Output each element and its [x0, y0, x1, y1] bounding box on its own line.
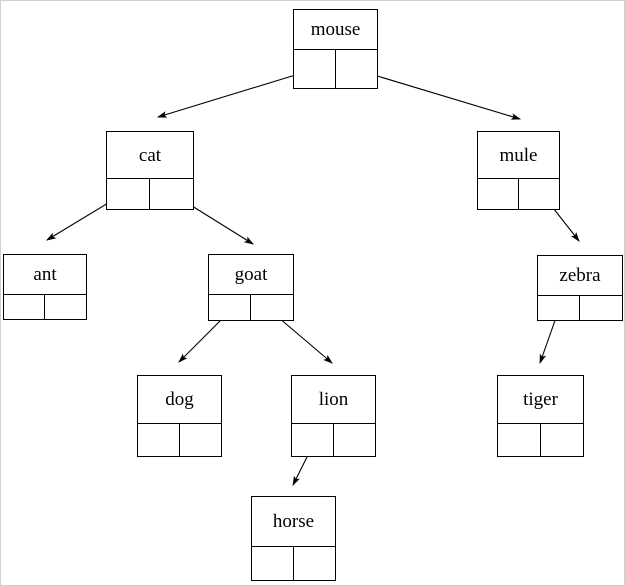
tree-node-right-pointer-mule[interactable] [519, 179, 560, 209]
tree-node-pointers-zebra [538, 296, 622, 320]
tree-node-mouse[interactable]: mouse [293, 9, 378, 89]
tree-node-right-pointer-cat[interactable] [150, 179, 193, 209]
tree-node-left-pointer-zebra[interactable] [538, 296, 580, 320]
tree-node-left-pointer-ant[interactable] [4, 295, 45, 319]
tree-node-label-tiger: tiger [498, 376, 583, 424]
tree-edge-mouse-left-to-cat [156, 68, 316, 118]
tree-node-dog[interactable]: dog [137, 375, 222, 457]
tree-node-left-pointer-horse[interactable] [252, 547, 294, 580]
tree-node-left-pointer-mouse[interactable] [294, 50, 336, 88]
tree-node-cat[interactable]: cat [106, 131, 194, 210]
tree-node-tiger[interactable]: tiger [497, 375, 584, 457]
tree-node-label-horse: horse [252, 497, 335, 547]
tree-node-right-pointer-zebra[interactable] [580, 296, 622, 320]
tree-node-label-mouse: mouse [294, 10, 377, 50]
tree-node-goat[interactable]: goat [208, 254, 294, 321]
tree-node-left-pointer-dog[interactable] [138, 424, 180, 456]
tree-node-right-pointer-goat[interactable] [251, 295, 293, 320]
tree-node-pointers-dog [138, 424, 221, 456]
tree-node-left-pointer-goat[interactable] [209, 295, 251, 320]
tree-node-lion[interactable]: lion [291, 375, 376, 457]
tree-node-horse[interactable]: horse [251, 496, 336, 581]
tree-node-label-goat: goat [209, 255, 293, 295]
tree-node-right-pointer-tiger[interactable] [541, 424, 584, 456]
tree-node-ant[interactable]: ant [3, 254, 87, 320]
tree-node-right-pointer-mouse[interactable] [336, 50, 378, 88]
tree-node-label-dog: dog [138, 376, 221, 424]
tree-node-right-pointer-dog[interactable] [180, 424, 222, 456]
tree-node-left-pointer-cat[interactable] [107, 179, 150, 209]
tree-node-left-pointer-lion[interactable] [292, 424, 334, 456]
tree-node-pointers-horse [252, 547, 335, 580]
tree-node-left-pointer-mule[interactable] [478, 179, 519, 209]
tree-node-mule[interactable]: mule [477, 131, 560, 210]
tree-node-pointers-tiger [498, 424, 583, 456]
tree-node-label-cat: cat [107, 132, 193, 179]
tree-node-pointers-goat [209, 295, 293, 320]
tree-node-right-pointer-lion[interactable] [334, 424, 376, 456]
tree-node-pointers-mule [478, 179, 559, 209]
tree-edge-mouse-right-to-mule [353, 68, 522, 120]
tree-node-pointers-lion [292, 424, 375, 456]
tree-node-pointers-mouse [294, 50, 377, 88]
tree-node-label-lion: lion [292, 376, 375, 424]
tree-node-zebra[interactable]: zebra [537, 255, 623, 321]
tree-node-pointers-ant [4, 295, 86, 319]
tree-node-pointers-cat [107, 179, 193, 209]
tree-node-label-mule: mule [478, 132, 559, 179]
tree-node-right-pointer-ant[interactable] [45, 295, 86, 319]
tree-node-left-pointer-tiger[interactable] [498, 424, 541, 456]
tree-node-label-zebra: zebra [538, 256, 622, 296]
tree-node-right-pointer-horse[interactable] [294, 547, 336, 580]
tree-node-label-ant: ant [4, 255, 86, 295]
